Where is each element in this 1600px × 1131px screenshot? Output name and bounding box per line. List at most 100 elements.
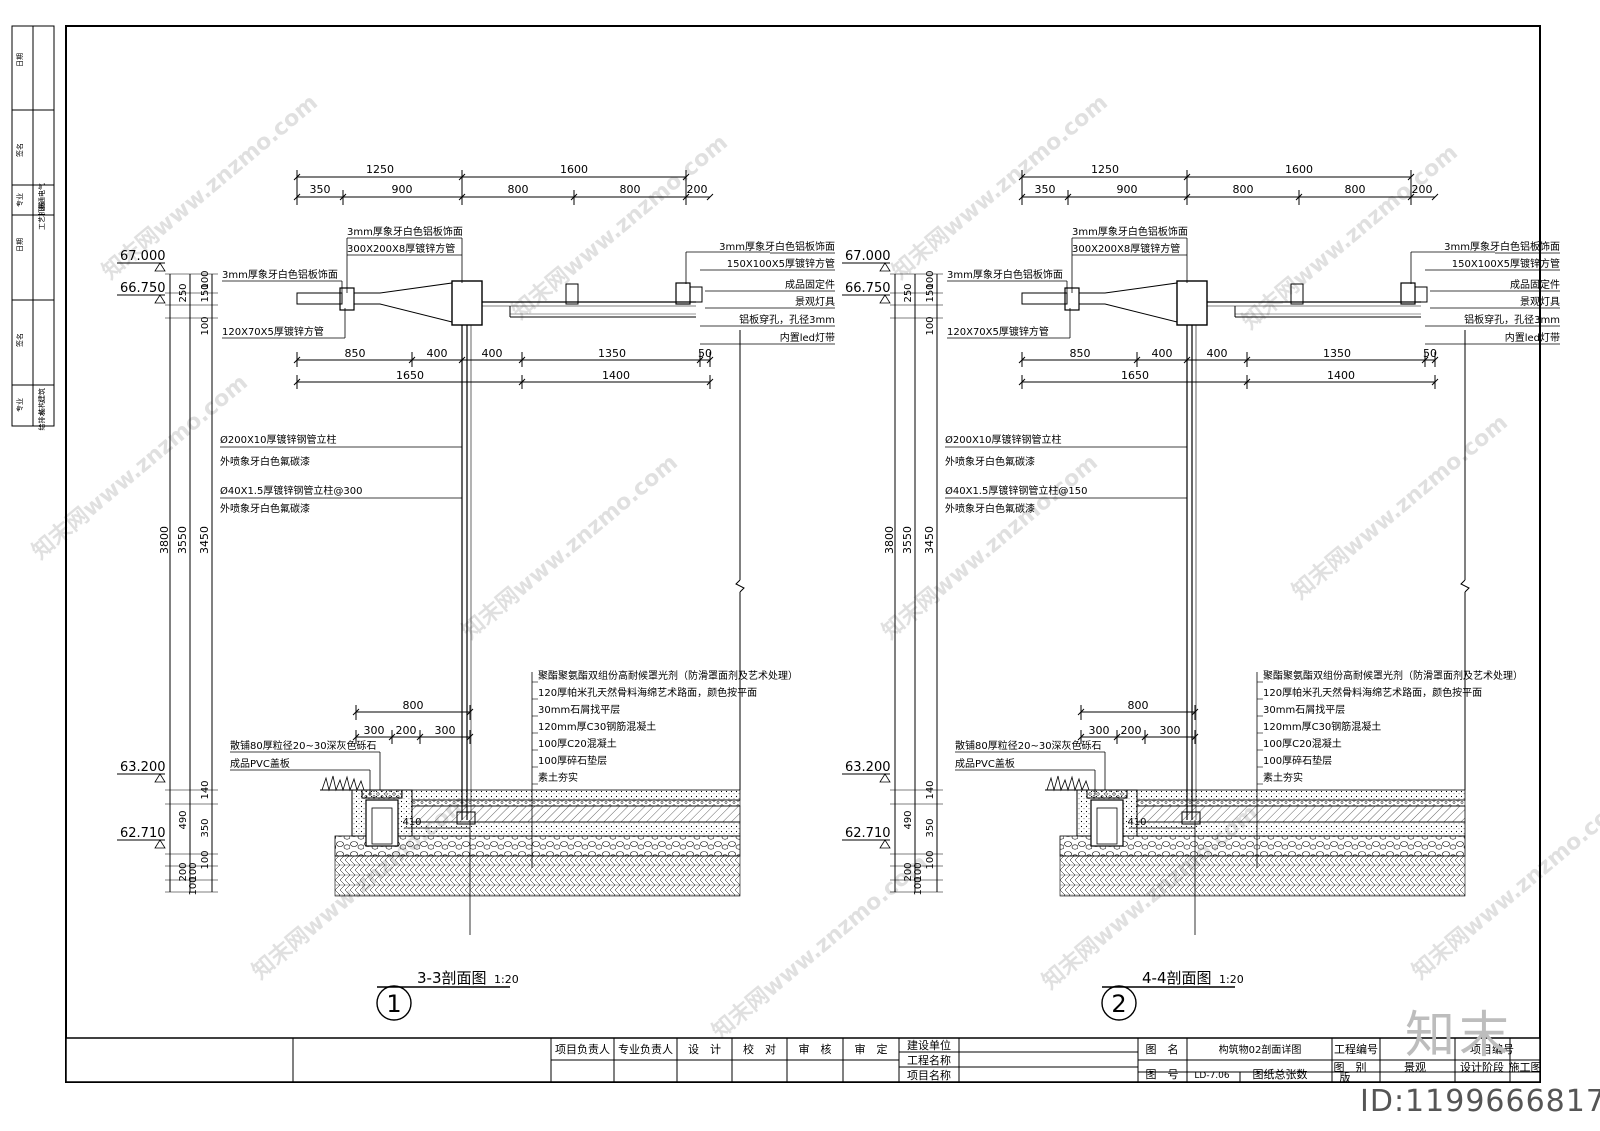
canopy-label-right: 150X100X5厚镀锌方管 [1452,257,1560,270]
dim-text-sub: 800 [1345,183,1366,196]
side-table-text: 给排水 [37,410,46,431]
tb-stage-label: 设计阶段 [1460,1060,1504,1074]
dim-text-sub: 900 [392,183,413,196]
vertical-dim-text: 3550 [901,526,914,554]
section-number: 1 [386,990,401,1018]
footing-dim-text: 800 [403,699,424,712]
dim-tick [1141,733,1149,741]
dim-text-ground: 410 [402,817,421,828]
vertical-dim-text: 200 [903,862,914,881]
canopy-end-cap [1414,286,1428,303]
elevation-triangle [879,294,891,304]
dim-text-top: 1600 [560,163,588,176]
surface-layer [1136,789,1466,801]
footing-label: 成品PVC盖板 [955,757,1015,770]
watermark-text: 知末网www.znzmo.com [1287,409,1513,604]
dim-tick [458,193,466,201]
elevation-text: 62.710 [120,826,166,841]
dim-tick [518,356,526,364]
dim-tick [1077,708,1085,716]
canopy-label-right: 铝板穿孔，孔径3mm [1464,313,1560,326]
tb-role-label: 校 对 [743,1042,776,1056]
layer-label: 120mm厚C30钢筋混凝土 [538,720,656,733]
canopy-label-right: 铝板穿孔，孔径3mm [739,313,835,326]
vertical-dim-text: 3800 [158,526,171,554]
elevation-triangle [879,262,891,272]
section-number-circle [376,985,412,1021]
layer-label: 聚酯聚氨酯双组份高耐候罩光剂（防滑罩面剂及艺术处理） [538,669,798,682]
canopy-label: 3mm厚象牙白色铝板饰面 [347,225,463,238]
dim-tick [293,378,301,386]
canopy-label: 3mm厚象牙白色铝板饰面 [1072,225,1188,238]
lighting-fixture [565,283,579,305]
canopy-label: 300X200X8厚镀锌方管 [347,242,455,255]
footing-label: 散铺80厚粒径20~30深灰色砾石 [230,739,377,752]
column-label: Ø40X1.5厚镀锌钢管立柱@300 [220,484,362,497]
tb-role-label: 审 定 [855,1042,888,1056]
levelling-layer [411,799,741,807]
dim-tick [1295,193,1303,201]
side-table-text: 专业 [15,193,24,207]
layer-label: 素土夯实 [1263,771,1303,784]
layer-label: 素土夯实 [538,771,578,784]
vertical-dim-text: 100 [188,862,199,881]
canopy-label-right: 景观灯具 [1520,296,1560,308]
dim-tick [1243,356,1251,364]
section-number: 2 [1111,990,1126,1018]
grass-symbol [321,775,365,792]
dim-text-mid-total: 1400 [1327,369,1355,382]
tb-owner-label: 建设单位 [907,1038,951,1052]
drain-channel [365,799,399,847]
tb-drawing-name: 构筑物02剖面详图 [1219,1043,1302,1056]
dim-tick [458,173,466,181]
section-title: 4-4剖面图 [1142,969,1212,987]
vertical-dim-text: 490 [178,810,189,829]
tb-owner-label: 工程名称 [907,1053,951,1067]
dim-text-sub: 200 [687,183,708,196]
vertical-dim-text: 100 [925,316,936,335]
elevation-text: 67.000 [845,249,891,264]
dim-tick [1018,173,1026,181]
elevation-text: 62.710 [845,826,891,841]
side-table-text: 暖通 [37,197,46,211]
watermark-text: 知末网www.znzmo.com [27,369,253,564]
section-scale: 1:20 [494,973,519,986]
dim-tick [352,708,360,716]
vertical-dim-text: 350 [925,818,936,837]
vertical-dim-text: 3450 [923,526,936,554]
compacted-soil [334,855,741,897]
dim-tick [1191,733,1199,741]
dim-tick [1431,378,1439,386]
tb-drawing-name-label: 图 名 [1146,1042,1179,1056]
dim-text-top: 1250 [366,163,394,176]
lighting-fixture [1290,283,1304,305]
tb-total-sheets-label: 图纸总张数 [1253,1067,1308,1081]
column-label: 外喷象牙白色氟碳漆 [220,455,310,468]
side-table-text: 工艺机械 [37,202,46,230]
dim-tick [408,356,416,364]
section-4-4-ground-layers: 410 [1045,775,1466,897]
dim-tick [293,173,301,181]
dim-tick [706,378,714,386]
dim-tick [1183,193,1191,201]
section-4-4-canopy [1021,280,1428,326]
drain-channel [1090,799,1124,847]
section-3-3-ground-layers: 410 [320,775,741,897]
tb-role-label: 项目负责人 [555,1042,610,1056]
dim-tick [1064,193,1072,201]
dim-tick [466,708,474,716]
canopy-end-cap [689,286,703,303]
elevation-triangle [154,773,166,783]
canopy-label-right: 150X100X5厚镀锌方管 [727,257,835,270]
layer-label: 聚酯聚氨酯双组份高耐候罩光剂（防滑罩面剂及艺术处理） [1263,669,1523,682]
vertical-dim-text: 3800 [883,526,896,554]
canopy-end-panel [1021,292,1068,305]
canopy-label-right: 内置led灯带 [780,331,835,344]
side-table-text: 专业 [15,398,24,412]
vertical-dim-text: 250 [178,283,189,302]
dim-text-mid: 50 [698,347,712,360]
elevation-triangle [154,294,166,304]
canopy-label: 300X200X8厚镀锌方管 [1072,242,1180,255]
